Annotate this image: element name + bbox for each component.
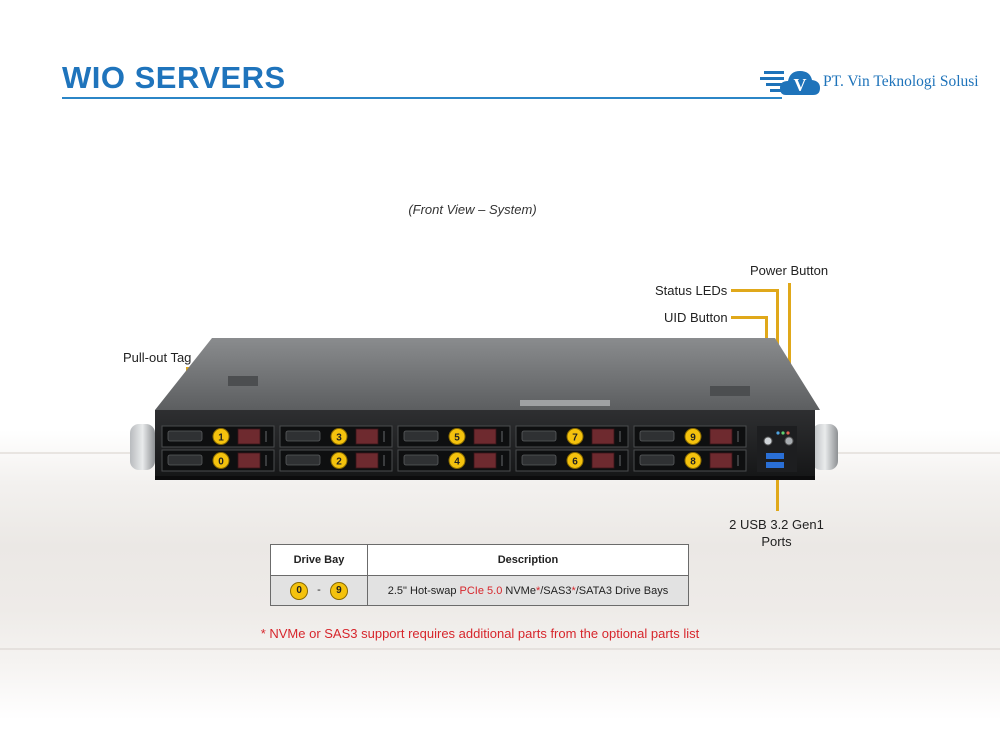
usb-ports-leader bbox=[776, 478, 779, 511]
description-asterisk: * bbox=[535, 584, 541, 597]
drive-bay[interactable]: 1 bbox=[161, 425, 275, 448]
usb-ports-label-line2: Ports bbox=[761, 534, 792, 549]
usb-port[interactable] bbox=[766, 462, 784, 468]
left-rack-ear bbox=[130, 424, 155, 470]
server-front-view: 1 3 5 7 9 0 2 4 6 8 bbox=[130, 338, 838, 480]
drive-bays: 1 3 5 7 9 0 2 4 6 8 bbox=[161, 425, 747, 472]
drive-bay[interactable]: 9 bbox=[633, 425, 747, 448]
drive-bay-number-badge bbox=[566, 452, 584, 469]
right-rack-ear bbox=[812, 424, 838, 470]
description-cell: 2.5" Hot-swap PCIe 5.0 NVMe*/SAS3*/SATA3… bbox=[367, 575, 689, 606]
table-header-drive-bay: Drive Bay bbox=[270, 544, 368, 576]
uid-button-leader-h bbox=[731, 316, 767, 319]
drive-bay-number-badge bbox=[330, 428, 348, 445]
company-logo: V bbox=[760, 71, 820, 95]
logo-letter: V bbox=[794, 75, 807, 95]
cloud-icon bbox=[780, 71, 820, 95]
drive-bay-number-badge bbox=[684, 428, 702, 445]
drive-bay-number-badge bbox=[448, 428, 466, 445]
drive-bay[interactable]: 2 bbox=[279, 449, 393, 472]
title-underline bbox=[62, 97, 782, 99]
power-button[interactable] bbox=[784, 436, 794, 446]
bay-badge-start: 0 bbox=[290, 581, 309, 600]
description-nvme: NVMe bbox=[502, 584, 536, 597]
company-name: PT. Vin Teknologi Solusi bbox=[823, 73, 979, 90]
usb-ports-label: 2 USB 3.2 Gen1 bbox=[729, 517, 824, 532]
description-prefix: 2.5" Hot-swap bbox=[387, 584, 460, 597]
drive-bay[interactable]: 8 bbox=[633, 449, 747, 472]
status-leds-label: Status LEDs bbox=[655, 283, 728, 298]
bay-range-separator: - bbox=[317, 584, 321, 597]
drive-bay-number-badge bbox=[684, 452, 702, 469]
drive-bay-number: 3 bbox=[336, 433, 342, 444]
drive-bay-number: 2 bbox=[336, 457, 342, 468]
description-sas3: /SAS3 bbox=[540, 584, 572, 597]
drive-bay[interactable]: 6 bbox=[515, 449, 629, 472]
page-title: WIO SERVERS bbox=[62, 60, 286, 95]
power-button-leader bbox=[788, 283, 791, 433]
status-leds-leader-h bbox=[731, 289, 778, 292]
speed-lines-icon bbox=[760, 71, 784, 92]
uid-button-label: UID Button bbox=[664, 310, 728, 325]
table-header-description: Description bbox=[367, 544, 689, 576]
figure-caption: (Front View – System) bbox=[408, 202, 537, 217]
description-asterisk: * bbox=[571, 584, 576, 597]
drive-bay-number: 1 bbox=[218, 433, 224, 444]
drive-bay-number: 8 bbox=[690, 457, 696, 468]
status-led bbox=[776, 431, 780, 435]
uid-button[interactable] bbox=[763, 436, 773, 446]
drive-bay-number: 0 bbox=[218, 457, 224, 468]
status-led bbox=[781, 431, 785, 435]
drive-bay[interactable]: 0 bbox=[161, 449, 275, 472]
drive-bay-number: 5 bbox=[454, 433, 460, 444]
drive-bay[interactable]: 4 bbox=[397, 449, 511, 472]
drive-bay-number-badge bbox=[330, 452, 348, 469]
drive-bay-number: 7 bbox=[572, 433, 578, 444]
description-suffix: /SATA3 Drive Bays bbox=[575, 584, 669, 597]
bay-badge-end: 9 bbox=[329, 581, 348, 600]
footnote: * NVMe or SAS3 support requires addition… bbox=[260, 626, 700, 641]
drive-bay-number: 6 bbox=[572, 457, 578, 468]
drive-bay-number-badge bbox=[566, 428, 584, 445]
power-button-label: Power Button bbox=[750, 263, 829, 278]
description-pcie: PCIe 5.0 bbox=[459, 584, 503, 597]
drive-bay-number: 4 bbox=[454, 457, 460, 468]
drive-bay-number-badge bbox=[448, 452, 466, 469]
background-line bbox=[0, 648, 1000, 650]
drive-bay[interactable]: 7 bbox=[515, 425, 629, 448]
table-row: 0 - 9 2.5" Hot-swap PCIe 5.0 NVMe*/SAS3*… bbox=[270, 575, 689, 606]
drive-bay-number: 9 bbox=[690, 433, 696, 444]
drive-bay-table: Drive Bay Description 0 - 9 2.5" Hot-swa… bbox=[270, 544, 689, 606]
drive-bay-number-badge bbox=[212, 452, 230, 469]
drive-bay[interactable]: 5 bbox=[397, 425, 511, 448]
drive-bay-number-badge bbox=[212, 428, 230, 445]
drive-bay-range-cell: 0 - 9 bbox=[270, 575, 368, 606]
status-led bbox=[786, 431, 790, 435]
pull-out-tag-label: Pull-out Tag bbox=[123, 350, 192, 365]
drive-bay[interactable]: 3 bbox=[279, 425, 393, 448]
usb-port[interactable] bbox=[766, 453, 784, 459]
